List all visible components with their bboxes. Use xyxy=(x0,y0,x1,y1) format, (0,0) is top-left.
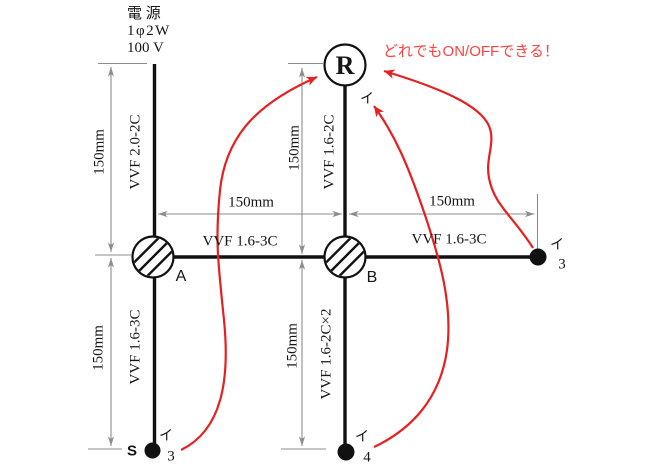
hatch-line xyxy=(330,242,360,272)
callout-arrow-from-left-switch xyxy=(180,75,318,451)
lamp-circle xyxy=(323,43,367,87)
lamp-symbol: R xyxy=(335,51,355,80)
source-phase: 1φ2W xyxy=(127,23,171,39)
callout-arrows xyxy=(180,69,534,451)
switch-right-count: 3 xyxy=(558,256,566,273)
dim-label-middle-upper: 150mm xyxy=(286,125,303,171)
cable-label-middle-upper: VVF 1.6-2C xyxy=(321,114,338,190)
cable-label-a-to-b: VVF 1.6-3C xyxy=(202,233,278,250)
dim-label-middle-lower: 150mm xyxy=(284,323,301,369)
junction-box-b-label: B xyxy=(366,269,378,286)
hatch-line xyxy=(133,237,162,266)
junction-box-b xyxy=(323,235,367,279)
junction-box-a-hatch xyxy=(133,237,173,277)
switch-dot-middle xyxy=(337,443,355,461)
callout-arrow-from-middle-switch xyxy=(373,105,450,448)
dim-label-left-lower: 150mm xyxy=(90,325,107,371)
power-source-label: 電 源 1φ2W 100 V xyxy=(127,6,171,57)
dimension-lines xyxy=(107,67,535,446)
source-name: 電 源 xyxy=(127,6,161,22)
switch-right-circuit: イ xyxy=(550,238,564,253)
switch-middle-circuit: イ xyxy=(355,430,369,445)
dim-label-left-upper: 150mm xyxy=(91,129,108,175)
cable-label-middle-lower: VVF 1.6-2C×2 xyxy=(318,308,335,400)
hatch-line xyxy=(336,248,365,277)
lamp-circuit-label: イ xyxy=(360,92,374,107)
switch-left-circuit: イ xyxy=(159,429,173,444)
callout-arrow-from-right-switch xyxy=(383,69,534,249)
source-voltage: 100 V xyxy=(127,40,164,56)
switch-left-prefix: S xyxy=(126,442,138,460)
hatch-line xyxy=(144,248,173,277)
switch-left-count: 3 xyxy=(167,448,175,465)
hatch-line xyxy=(325,237,354,266)
junction-box-a xyxy=(131,235,175,279)
dim-label-a-to-b: 150mm xyxy=(228,194,274,211)
junction-box-a-label: A xyxy=(175,268,187,285)
cable-label-b-to-right: VVF 1.6-3C xyxy=(411,231,487,248)
switch-middle-count: 4 xyxy=(363,449,371,466)
cable-label-left-upper: VVF 2.0-2C xyxy=(127,114,144,190)
switch-dot-left xyxy=(144,442,161,459)
switch-dot-right xyxy=(529,248,547,266)
cable-label-left-lower: VVF 1.6-3C xyxy=(127,309,144,385)
dim-label-b-to-right: 150mm xyxy=(429,193,475,210)
dimension-ticks xyxy=(88,62,539,450)
annotation-note: どれでもON/OFFできる！ xyxy=(383,43,559,60)
junction-box-b-hatch xyxy=(325,237,365,277)
hatch-line xyxy=(138,242,168,272)
